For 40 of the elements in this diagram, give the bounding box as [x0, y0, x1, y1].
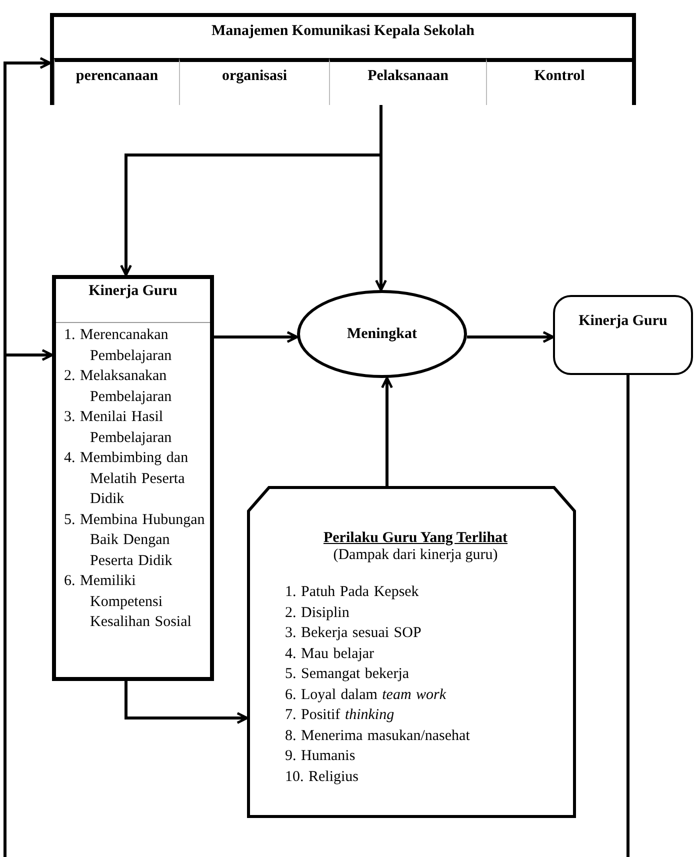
list-item: 4. Membimbing dan Melatih Peserta Didik	[64, 449, 190, 509]
list-item: 8. Menerima masukan/nasehat	[285, 726, 471, 746]
list-item: 1. Patuh Pada Kepsek	[285, 583, 420, 602]
process-box	[52, 275, 214, 681]
list-item: 6. Memiliki Kompetensi Kesalihan Sosial	[64, 572, 192, 632]
list-item: 1. Merencanakan Pembelajaran	[64, 326, 173, 366]
list-item: 10. Religius	[285, 768, 360, 786]
node-label: organisasi	[222, 68, 287, 86]
table-cell	[486, 58, 632, 105]
node-label: Pelaksanaan	[368, 68, 448, 86]
arrow	[467, 331, 554, 343]
table-cell	[54, 58, 179, 105]
connector-line	[626, 375, 630, 857]
box-subtitle: (Dampak dari kinerja guru)	[332, 547, 499, 564]
arrow	[120, 105, 382, 276]
table-cell	[179, 58, 329, 105]
box-title: Perilaku Guru Yang Terlihat	[322, 530, 509, 547]
list-item: 9. Humanis	[285, 747, 356, 766]
node-label: Meningkat	[346, 326, 417, 342]
box-title: Kinerja Guru	[88, 282, 178, 301]
table-box	[50, 13, 636, 105]
arrow	[214, 331, 298, 343]
node-label: perencanaan	[76, 68, 158, 86]
list-item: 2. Melaksanakan Pembelajaran	[64, 367, 173, 406]
arrow	[124, 681, 248, 724]
process-box	[247, 486, 576, 818]
list-item: 5. Membina Hubungan Baik Dengan Peserta Didik	[64, 510, 206, 570]
rounded-box	[553, 295, 693, 375]
list-item: 5. Semangat bekerja	[285, 665, 410, 684]
node-label: Kinerja Guru	[578, 313, 668, 331]
list-item: 2. Disiplin	[285, 604, 350, 622]
box-title: Manajemen Komunikasi Kepala Sekolah	[210, 22, 476, 40]
list-item: 3. Bekerja sesuai SOP	[285, 624, 422, 643]
node-label: Kontrol	[534, 68, 585, 86]
list-item: 7. Positif thinking	[285, 706, 396, 725]
table-cell	[329, 58, 486, 105]
list-item: 6. Loyal dalam team work	[285, 686, 448, 704]
arrow	[381, 376, 393, 486]
list-item: 4. Mau belajar	[285, 644, 376, 664]
list-item: 3. Menilai Hasil Pembelajaran	[64, 408, 173, 448]
